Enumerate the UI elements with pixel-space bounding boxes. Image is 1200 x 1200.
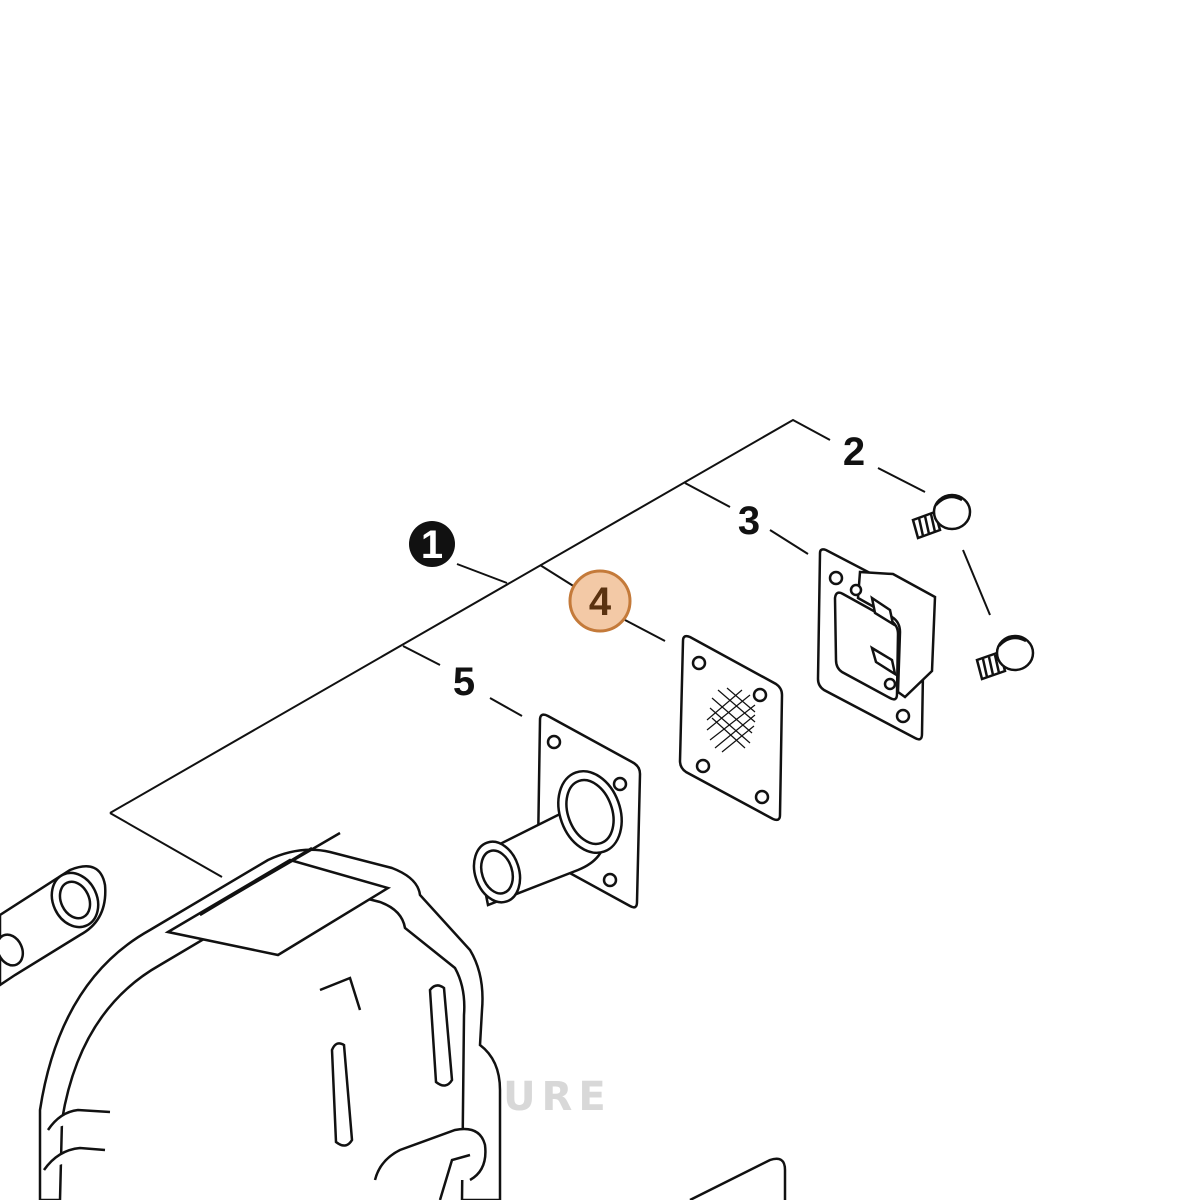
muffler-body-part-1 [40, 833, 785, 1200]
mesh-screen [707, 688, 755, 752]
callout-3[interactable]: 3 [738, 499, 760, 543]
callout-5[interactable]: 5 [453, 660, 475, 704]
callout-4[interactable]: 4 [568, 569, 632, 633]
leader-5-branch [402, 645, 441, 666]
callout-5-label[interactable]: 5 [453, 660, 475, 704]
leader-4-branch [539, 564, 576, 588]
leader-lines [109, 418, 991, 878]
screw-bottom-part-2 [977, 636, 1033, 679]
bracket-main [109, 418, 831, 814]
bracket-left-drop [109, 812, 223, 878]
flange-cover-part-3 [818, 549, 935, 739]
callout-1[interactable]: 1 [409, 521, 455, 567]
tailpipe-part-5 [466, 715, 640, 909]
screw-top-part-2 [913, 495, 970, 538]
gasket-left-partial [0, 865, 107, 985]
leader-4 [624, 619, 666, 642]
callout-1-badge[interactable] [409, 521, 455, 567]
callout-4-highlight[interactable] [568, 569, 632, 633]
leader-screws [962, 549, 991, 616]
leader-1 [456, 563, 508, 584]
callout-4-label[interactable]: 4 [589, 580, 612, 624]
leader-5 [489, 697, 523, 717]
screen-gasket-part-4 [680, 636, 782, 820]
callout-3-label[interactable]: 3 [738, 499, 760, 543]
leader-2 [877, 467, 926, 493]
leader-3-branch [684, 482, 731, 508]
leader-3 [769, 529, 809, 555]
callout-2[interactable]: 2 [843, 430, 865, 474]
callout-2-label[interactable]: 2 [843, 430, 865, 474]
callout-1-label[interactable]: 1 [421, 523, 443, 567]
